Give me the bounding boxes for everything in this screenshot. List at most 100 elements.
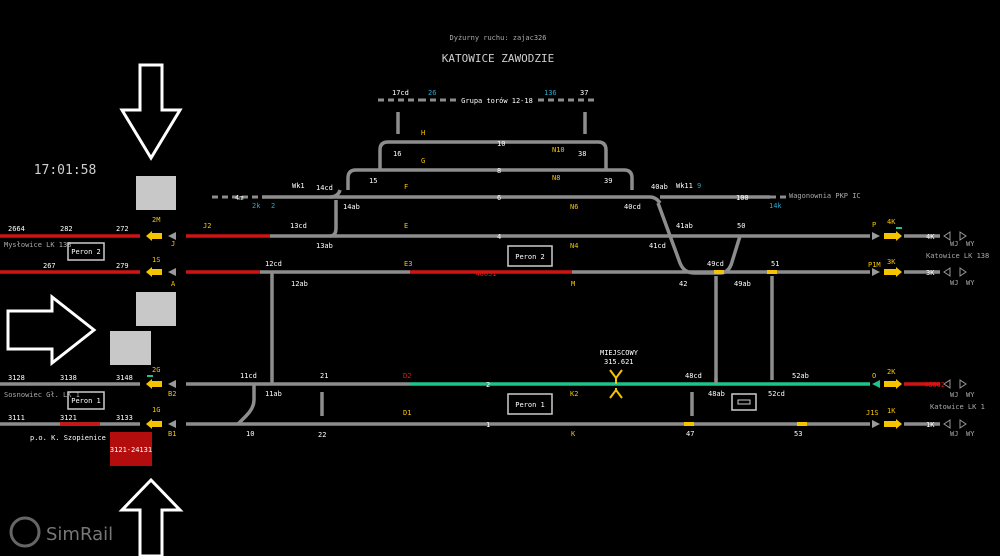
wy-4: WY <box>966 430 975 438</box>
arrow-down-icon <box>119 63 183 161</box>
signal-G[interactable]: G <box>421 157 425 165</box>
label-12cd: 12cd <box>265 260 282 268</box>
platform-2-left <box>67 242 105 261</box>
signal-N10[interactable]: N10 <box>552 146 565 154</box>
label-1k: 1K <box>926 421 935 429</box>
wj-1: WJ <box>950 240 958 248</box>
signal-N6[interactable]: N6 <box>570 203 578 211</box>
block-279: 279 <box>116 262 129 270</box>
label-17cd: 17cd <box>392 89 409 97</box>
line-katowice-138: Katowice LK 138 <box>926 252 989 260</box>
block-267: 267 <box>43 262 56 270</box>
signal-P1M[interactable]: P1M <box>868 261 881 269</box>
track-10 <box>378 140 608 170</box>
label-11cd: 11cd <box>240 372 257 380</box>
simrail-logo-icon <box>9 516 41 548</box>
signal-D2[interactable]: D2 <box>403 372 411 380</box>
signal-A[interactable]: A <box>171 280 176 288</box>
label-22: 22 <box>318 431 326 439</box>
signal-2K[interactable]: 2K <box>887 368 896 376</box>
signal-F[interactable]: F <box>404 183 408 191</box>
logo-text: SimRail <box>46 524 113 545</box>
signal-J[interactable]: J <box>171 240 175 248</box>
label-km: 315.621 <box>604 358 634 366</box>
label-10: 10 <box>246 430 254 438</box>
signal-E3[interactable]: E3 <box>404 260 412 268</box>
train-number: 3121-24131 <box>110 446 152 454</box>
track-8 <box>346 168 634 190</box>
label-49cd: 49cd <box>707 260 724 268</box>
signal-K2[interactable]: K2 <box>570 390 578 398</box>
label-14ab: 14ab <box>343 203 360 211</box>
label-13ab: 13ab <box>316 242 333 250</box>
signal-P[interactable]: P <box>872 221 876 229</box>
signal-J2[interactable]: J2 <box>203 222 211 230</box>
signal-2G[interactable]: 2G <box>152 366 160 374</box>
label-13cd: 13cd <box>290 222 307 230</box>
wj-2: WJ <box>950 279 958 287</box>
signal-B2[interactable]: B2 <box>168 390 176 398</box>
label-track-10: 10 <box>497 140 505 148</box>
signal-D1[interactable]: D1 <box>403 409 411 417</box>
signal-1G[interactable]: 1G <box>152 406 160 414</box>
platform-2-left-label: Peron 2 <box>71 248 101 256</box>
label-14k: 14k <box>769 202 782 210</box>
label-16: 16 <box>393 150 401 158</box>
block-282: 282 <box>60 225 73 233</box>
clock: 17:01:58 <box>34 163 97 178</box>
label-2k: 2k <box>252 202 261 210</box>
label-40ab: 40ab <box>651 183 668 191</box>
label-track-1: 1 <box>486 421 490 429</box>
arrow-up-icon <box>118 477 184 556</box>
train-box[interactable] <box>110 432 152 466</box>
signal-E[interactable]: E <box>404 222 408 230</box>
signal-O[interactable]: O <box>872 372 876 380</box>
line-szopienice: p.o. K. Szopienice Płd <box>30 434 123 442</box>
track-6 <box>330 195 662 205</box>
signal-3K[interactable]: 3K <box>887 258 896 266</box>
label-4m: 4m <box>235 194 243 202</box>
platform-1-left <box>67 391 105 410</box>
block-3148: 3148 <box>116 374 133 382</box>
label-51: 51 <box>771 260 779 268</box>
label-100: 100 <box>736 194 749 202</box>
label-21: 21 <box>320 372 328 380</box>
overlay-box-2[interactable] <box>136 292 176 326</box>
locomotive-icon[interactable] <box>731 393 757 411</box>
line-sosnowiec: Sosnowiec Gł. LK 1 <box>4 391 80 399</box>
signal-J1S[interactable]: J1S <box>866 409 879 417</box>
label-15: 15 <box>369 177 377 185</box>
label-26: 26 <box>428 89 436 97</box>
line-katowice-1: Katowice LK 1 <box>930 403 985 411</box>
overlay-box-1[interactable] <box>136 176 176 210</box>
label-wk11: Wk11 <box>676 182 693 190</box>
signal-M[interactable]: M <box>571 280 575 288</box>
label-12ab: 12ab <box>291 280 308 288</box>
platform-1-mid <box>507 393 553 415</box>
station-name: KATOWICE ZAWODZIE <box>442 52 555 65</box>
signal-B1[interactable]: B1 <box>168 430 176 438</box>
signal-N8[interactable]: N8 <box>552 174 560 182</box>
signal-1K[interactable]: 1K <box>887 407 896 415</box>
label-136: 136 <box>544 89 557 97</box>
label-wagonownia: Wagonownia PKP IC <box>789 192 861 200</box>
block-3138: 3138 <box>60 374 77 382</box>
overlay-box-3[interactable] <box>110 331 151 365</box>
platform-2-mid <box>507 245 553 267</box>
block-2664: 2664 <box>8 225 25 233</box>
signal-K[interactable]: K <box>571 430 576 438</box>
wy-2: WY <box>966 279 975 287</box>
label-4k: 4K <box>926 233 935 241</box>
label-14cd: 14cd <box>316 184 333 192</box>
signal-2M[interactable]: 2M <box>152 216 160 224</box>
signal-H[interactable]: H <box>421 129 425 137</box>
label-49ab: 49ab <box>734 280 751 288</box>
line-myslowice: Mysłowice LK 138 <box>4 241 71 249</box>
signal-N4[interactable]: N4 <box>570 242 578 250</box>
dispatcher-label: Dyżurny ruchu: zajac326 <box>450 34 547 42</box>
signal-group-left <box>146 231 176 429</box>
block-272: 272 <box>116 225 129 233</box>
signal-1S[interactable]: 1S <box>152 256 160 264</box>
signal-4K[interactable]: 4K <box>887 218 896 226</box>
